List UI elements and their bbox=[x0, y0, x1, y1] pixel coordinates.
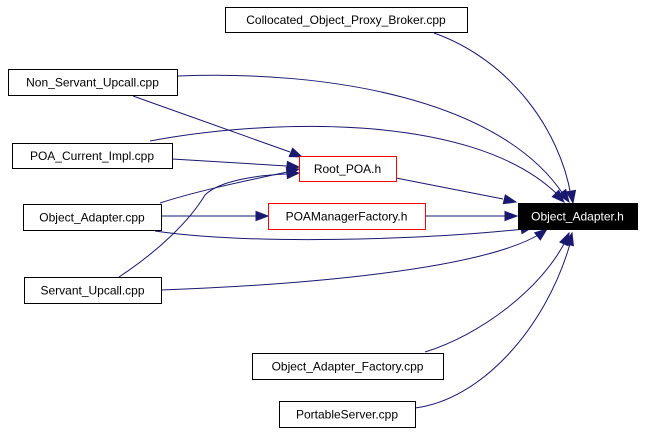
edge-line bbox=[177, 74, 564, 195]
node-box bbox=[12, 143, 173, 169]
arrowhead-icon bbox=[533, 228, 549, 241]
edge-poa_current-to-root_poa bbox=[171, 158, 301, 172]
node-label: Servant_Upcall.cpp bbox=[40, 284, 144, 298]
arrowhead-icon bbox=[557, 188, 570, 204]
node-box bbox=[8, 69, 178, 96]
edge-object_adapter_cpp-to-root_poa bbox=[159, 166, 301, 204]
edge-line bbox=[424, 241, 566, 353]
node-label: Collocated_Object_Proxy_Broker.cpp bbox=[246, 13, 446, 27]
arrowhead-icon bbox=[563, 231, 575, 247]
arrowhead-icon bbox=[565, 189, 577, 205]
edge-line bbox=[118, 173, 288, 278]
node-box bbox=[518, 203, 638, 230]
node-box bbox=[23, 204, 162, 231]
node-root-poa[interactable]: Root_POA.h bbox=[299, 156, 397, 182]
edge-line bbox=[414, 243, 571, 409]
node-label: POA_Current_Impl.cpp bbox=[30, 149, 154, 163]
edge-line bbox=[149, 125, 558, 195]
edge-line bbox=[132, 95, 291, 153]
edge-root_poa-to-object_adapter_h bbox=[395, 177, 518, 205]
node-object-adapter-factory[interactable]: Object_Adapter_Factory.cpp bbox=[252, 353, 444, 380]
arrowhead-icon bbox=[255, 210, 270, 222]
node-label: Object_Adapter.h bbox=[531, 210, 624, 224]
edge-line bbox=[154, 228, 525, 241]
edge-line bbox=[160, 233, 541, 291]
edge-poa_current-to-object_adapter_h bbox=[149, 125, 566, 204]
node-label: PortableServer.cpp bbox=[296, 408, 398, 422]
node-box bbox=[225, 7, 468, 33]
edge-line bbox=[171, 158, 288, 167]
node-collocated[interactable]: Collocated_Object_Proxy_Broker.cpp bbox=[225, 7, 468, 33]
edge-collocated-to-object_adapter_h bbox=[433, 32, 577, 205]
edge-portableserver-to-object_adapter_h bbox=[414, 231, 575, 409]
edge-object_adapter_factory-to-object_adapter_h bbox=[424, 231, 570, 353]
node-box bbox=[299, 156, 397, 182]
node-label: Object_Adapter.cpp bbox=[39, 211, 145, 225]
node-label: POAManagerFactory.h bbox=[286, 210, 408, 224]
arrowhead-icon bbox=[288, 147, 304, 158]
node-object-adapter-h[interactable]: Object_Adapter.h bbox=[518, 203, 638, 230]
arrowhead-icon bbox=[504, 210, 519, 222]
edge-poamanagerfactory-to-object_adapter_h bbox=[425, 210, 519, 222]
node-box bbox=[279, 401, 416, 428]
edge-object_adapter_cpp-to-poamanagerfactory bbox=[161, 210, 270, 222]
edge-line bbox=[159, 171, 288, 204]
node-box bbox=[252, 353, 444, 380]
edge-non_servant-to-object_adapter_h bbox=[177, 74, 570, 204]
arrowhead-icon bbox=[502, 194, 518, 205]
edge-servant_upcall-to-root_poa bbox=[118, 168, 301, 278]
node-label: Root_POA.h bbox=[314, 162, 381, 176]
node-object-adapter-cpp[interactable]: Object_Adapter.cpp bbox=[23, 204, 162, 231]
node-poamanagerfactory[interactable]: POAManagerFactory.h bbox=[268, 203, 426, 230]
node-label: Object_Adapter_Factory.cpp bbox=[272, 360, 424, 374]
edge-line bbox=[395, 177, 504, 200]
node-servant-upcall[interactable]: Servant_Upcall.cpp bbox=[24, 277, 162, 304]
node-box bbox=[268, 203, 426, 230]
node-portableserver[interactable]: PortableServer.cpp bbox=[279, 401, 416, 428]
node-poa-current[interactable]: POA_Current_Impl.cpp bbox=[12, 143, 173, 169]
node-non-servant[interactable]: Non_Servant_Upcall.cpp bbox=[8, 69, 178, 96]
node-label: Non_Servant_Upcall.cpp bbox=[26, 76, 159, 90]
node-box bbox=[24, 277, 162, 304]
nodes-layer: Collocated_Object_Proxy_Broker.cppNon_Se… bbox=[8, 7, 638, 428]
arrowhead-icon bbox=[551, 189, 566, 204]
edge-servant_upcall-to-object_adapter_h bbox=[160, 228, 549, 291]
edge-line bbox=[433, 32, 572, 197]
edge-non_servant-to-root_poa bbox=[132, 95, 304, 158]
arrowhead-icon bbox=[286, 168, 301, 180]
